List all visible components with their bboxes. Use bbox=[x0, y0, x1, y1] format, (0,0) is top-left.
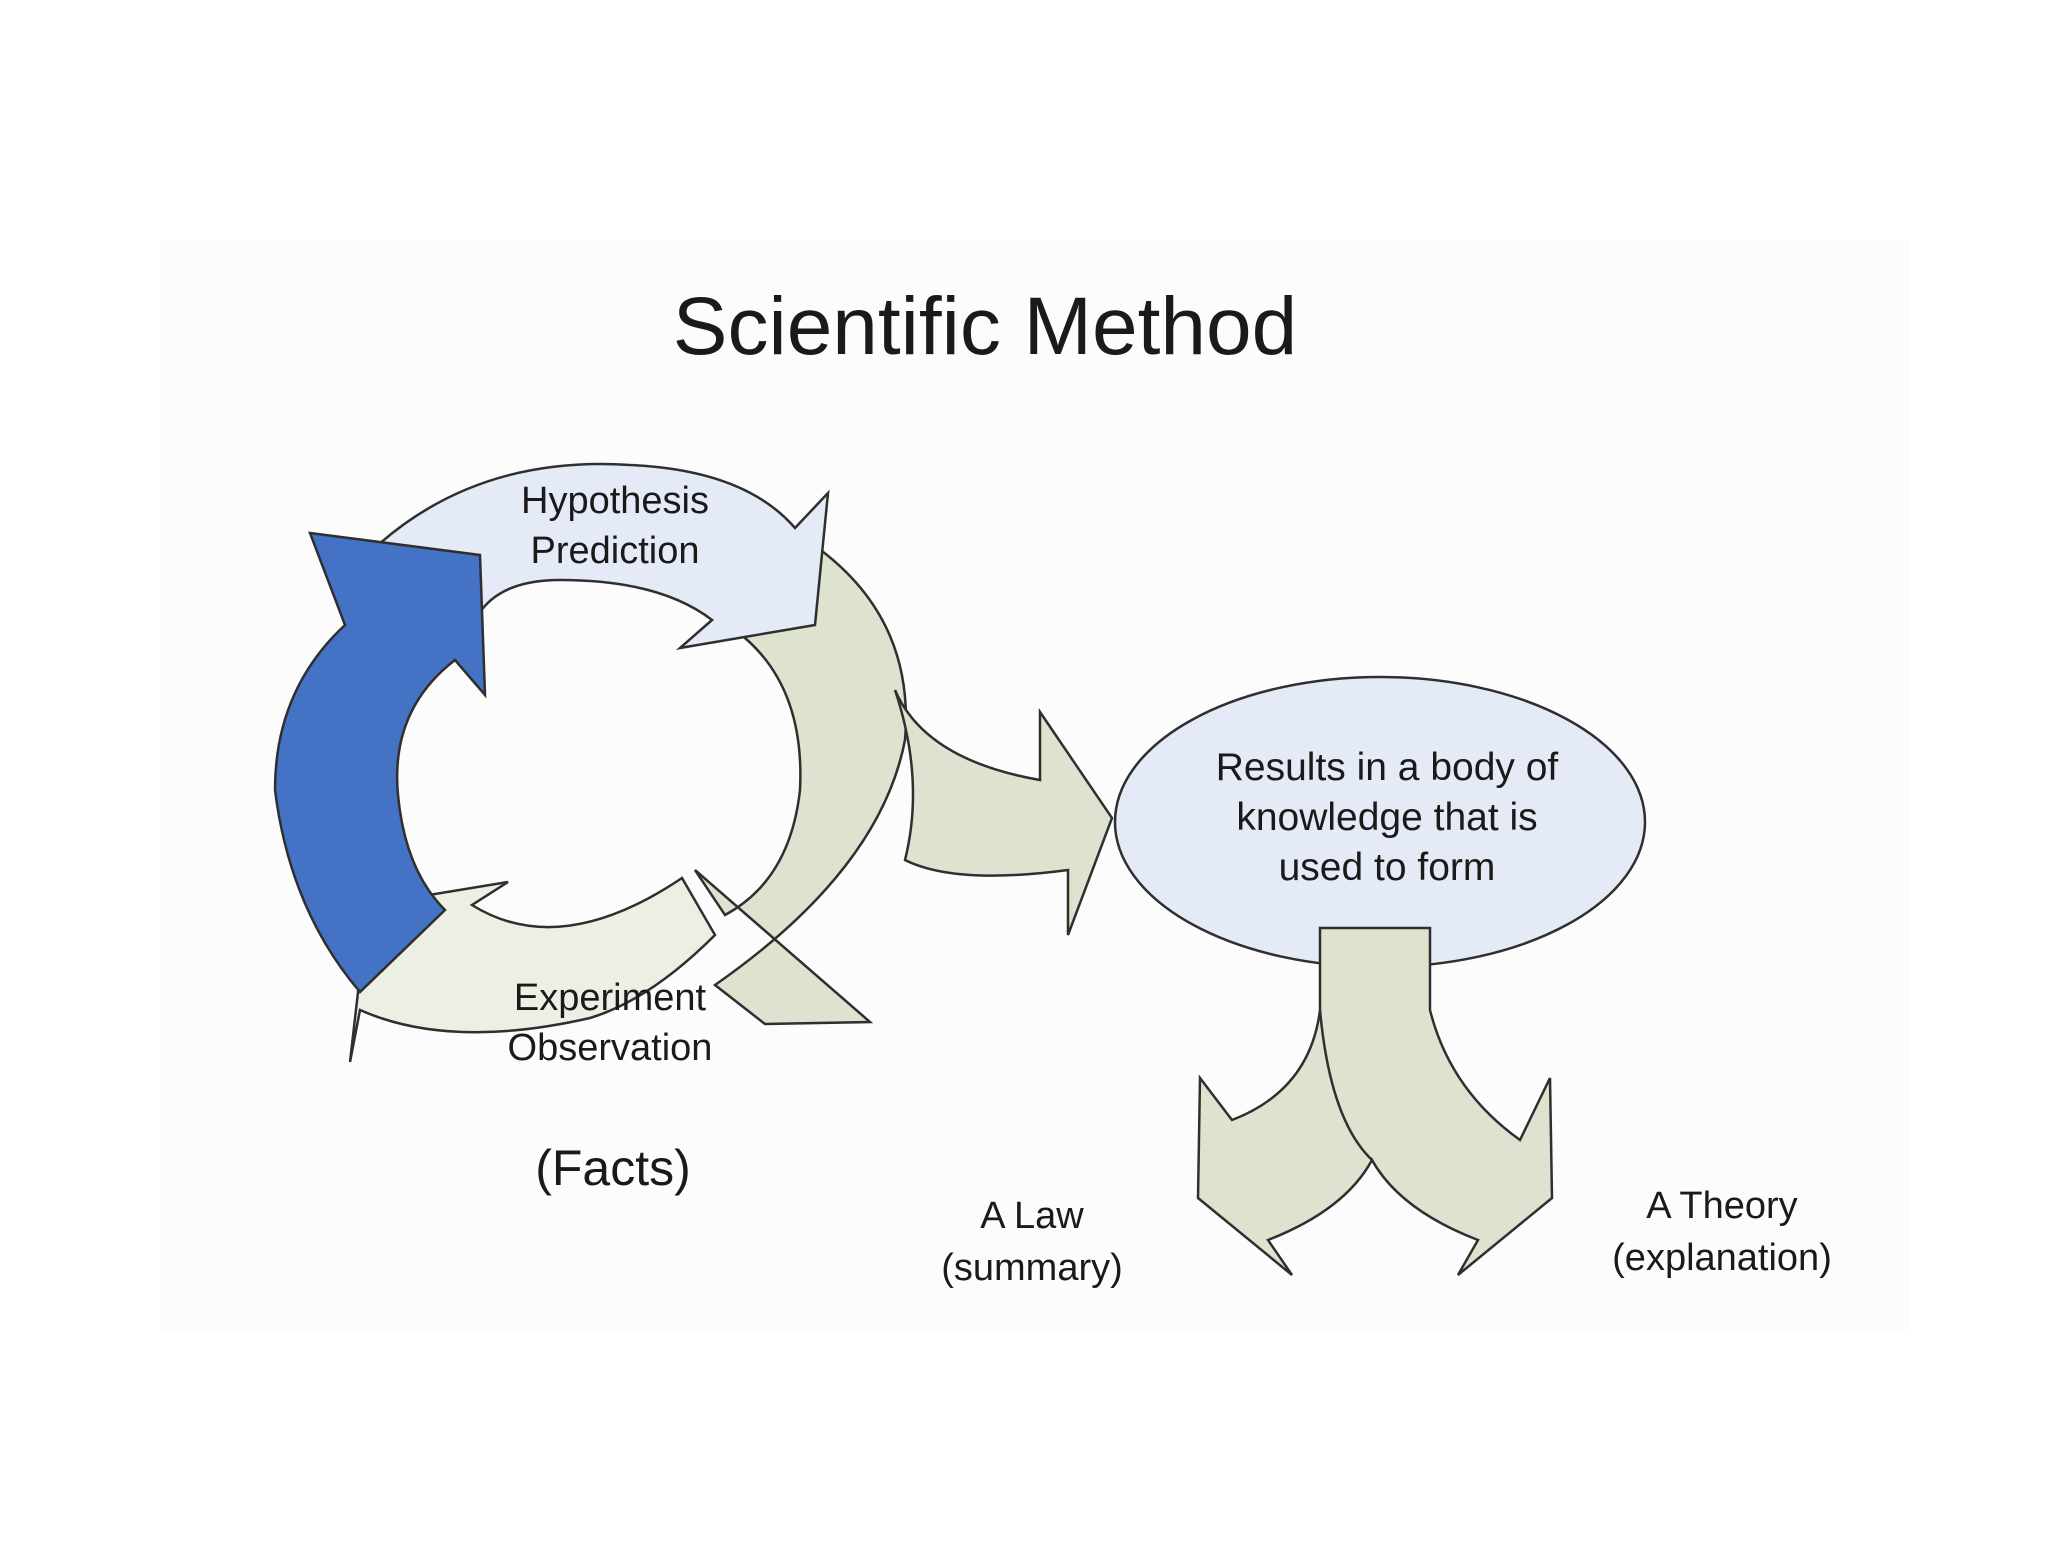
knowledge-text-line-2: knowledge that is bbox=[1236, 796, 1537, 839]
to-knowledge-arrow bbox=[893, 689, 1114, 936]
experiment-label: Experiment bbox=[514, 977, 707, 1019]
facts-label: (Facts) bbox=[535, 1140, 691, 1196]
law-theory-split-arrow bbox=[1196, 926, 1554, 1276]
diagram-title: Scientific Method bbox=[673, 281, 1297, 372]
theory-label: A Theory bbox=[1646, 1185, 1797, 1227]
results-analysis-arrow bbox=[693, 546, 908, 1026]
hypothesis-prediction-arrow bbox=[375, 462, 830, 650]
knowledge-text-line-1: Results in a body of bbox=[1216, 746, 1559, 789]
law-summary-label: (summary) bbox=[941, 1247, 1123, 1289]
theory-revision-arrow bbox=[273, 531, 487, 994]
theory-explanation-label: (explanation) bbox=[1612, 1237, 1832, 1279]
observation-label: Observation bbox=[508, 1027, 713, 1069]
law-label: A Law bbox=[980, 1195, 1084, 1237]
knowledge-text-line-3: used to form bbox=[1279, 846, 1496, 889]
split-arrow-divider bbox=[1318, 1009, 1373, 1161]
prediction-label: Prediction bbox=[531, 530, 700, 572]
experiment-observation-arrow bbox=[348, 876, 717, 1063]
hypothesis-label: Hypothesis bbox=[521, 480, 709, 522]
